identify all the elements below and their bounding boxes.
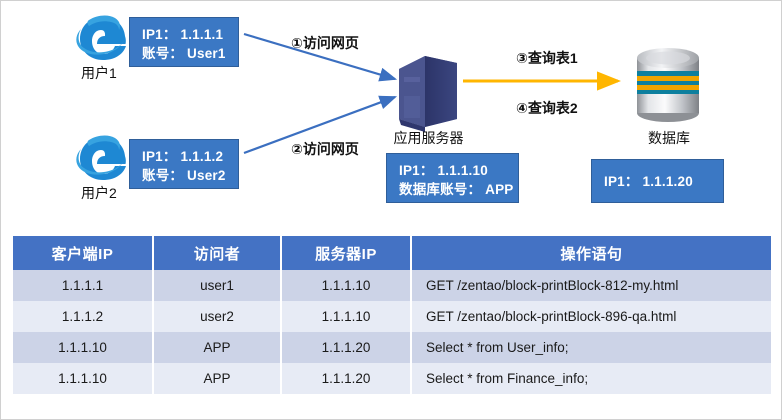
col-header-statement: 操作语句 [411,236,771,270]
client-caption-1: 用户1 [81,65,117,81]
flow-label-4: ④查询表2 [516,100,578,116]
cell-visitor: APP [153,332,282,363]
client-2-account: 账号： User2 [142,168,226,183]
database-info-box: IP1： 1.1.1.20 [591,159,724,203]
cell-client-ip: 1.1.1.10 [13,332,154,363]
database-cylinder-icon [637,48,699,122]
client-caption-2: 用户2 [81,185,117,201]
cell-client-ip: 1.1.1.1 [13,270,154,301]
client-info-box-2: IP1： 1.1.1.2 账号： User2 [129,139,239,189]
col-header-client-ip: 客户端IP [13,236,154,270]
table-row: 1.1.1.2 user2 1.1.1.10 GET /zentao/block… [13,301,771,332]
flow-label-1: ①访问网页 [291,35,359,51]
table-row: 1.1.1.10 APP 1.1.1.20 Select * from Fina… [13,363,771,394]
cell-client-ip: 1.1.1.2 [13,301,154,332]
server-info-box: IP1： 1.1.1.10 数据库账号： APP [386,153,519,203]
client-1-account: 账号： User1 [142,46,226,61]
access-log-table-container: 客户端IP 访问者 服务器IP 操作语句 1.1.1.1 user1 1.1.1… [13,236,771,394]
client-2-ip: IP1： 1.1.1.2 [142,149,224,164]
flow-label-2: ②访问网页 [291,141,359,157]
table-row: 1.1.1.10 APP 1.1.1.20 Select * from User… [13,332,771,363]
server-ip: IP1： 1.1.1.10 [399,163,488,178]
cell-visitor: user1 [153,270,282,301]
cell-client-ip: 1.1.1.10 [13,363,154,394]
server-tower-icon [399,56,457,132]
cell-statement: Select * from User_info; [411,332,771,363]
col-header-server-ip: 服务器IP [281,236,412,270]
col-header-visitor: 访问者 [153,236,282,270]
server-db-account: 数据库账号： APP [399,182,514,197]
server-caption: 应用服务器 [393,130,464,146]
cell-statement: GET /zentao/block-printBlock-896-qa.html [411,301,771,332]
flow-label-3: ③查询表1 [516,50,578,66]
flow-arrow-1 [243,32,398,82]
client-info-box-1: IP1： 1.1.1.1 账号： User1 [129,17,239,67]
database-ip: IP1： 1.1.1.20 [604,174,693,189]
table-row: 1.1.1.1 user1 1.1.1.10 GET /zentao/block… [13,270,771,301]
internet-explorer-icon [75,11,131,63]
cell-server-ip: 1.1.1.10 [281,301,412,332]
database-caption: 数据库 [648,130,690,146]
cell-visitor: APP [153,363,282,394]
cell-statement: GET /zentao/block-printBlock-812-my.html [411,270,771,301]
flow-arrow-2 [243,95,398,155]
network-flow-diagram: 用户1 IP1： 1.1.1.1 账号： User1 用户2 IP1： 1.1.… [1,1,782,226]
cell-visitor: user2 [153,301,282,332]
table-header-row: 客户端IP 访问者 服务器IP 操作语句 [13,236,771,270]
cell-server-ip: 1.1.1.20 [281,363,412,394]
cell-server-ip: 1.1.1.10 [281,270,412,301]
diagram-connectors [243,32,699,155]
cell-server-ip: 1.1.1.20 [281,332,412,363]
access-log-table: 客户端IP 访问者 服务器IP 操作语句 1.1.1.1 user1 1.1.1… [13,236,771,394]
cell-statement: Select * from Finance_info; [411,363,771,394]
internet-explorer-icon [75,131,131,183]
client-1-ip: IP1： 1.1.1.1 [142,27,224,42]
